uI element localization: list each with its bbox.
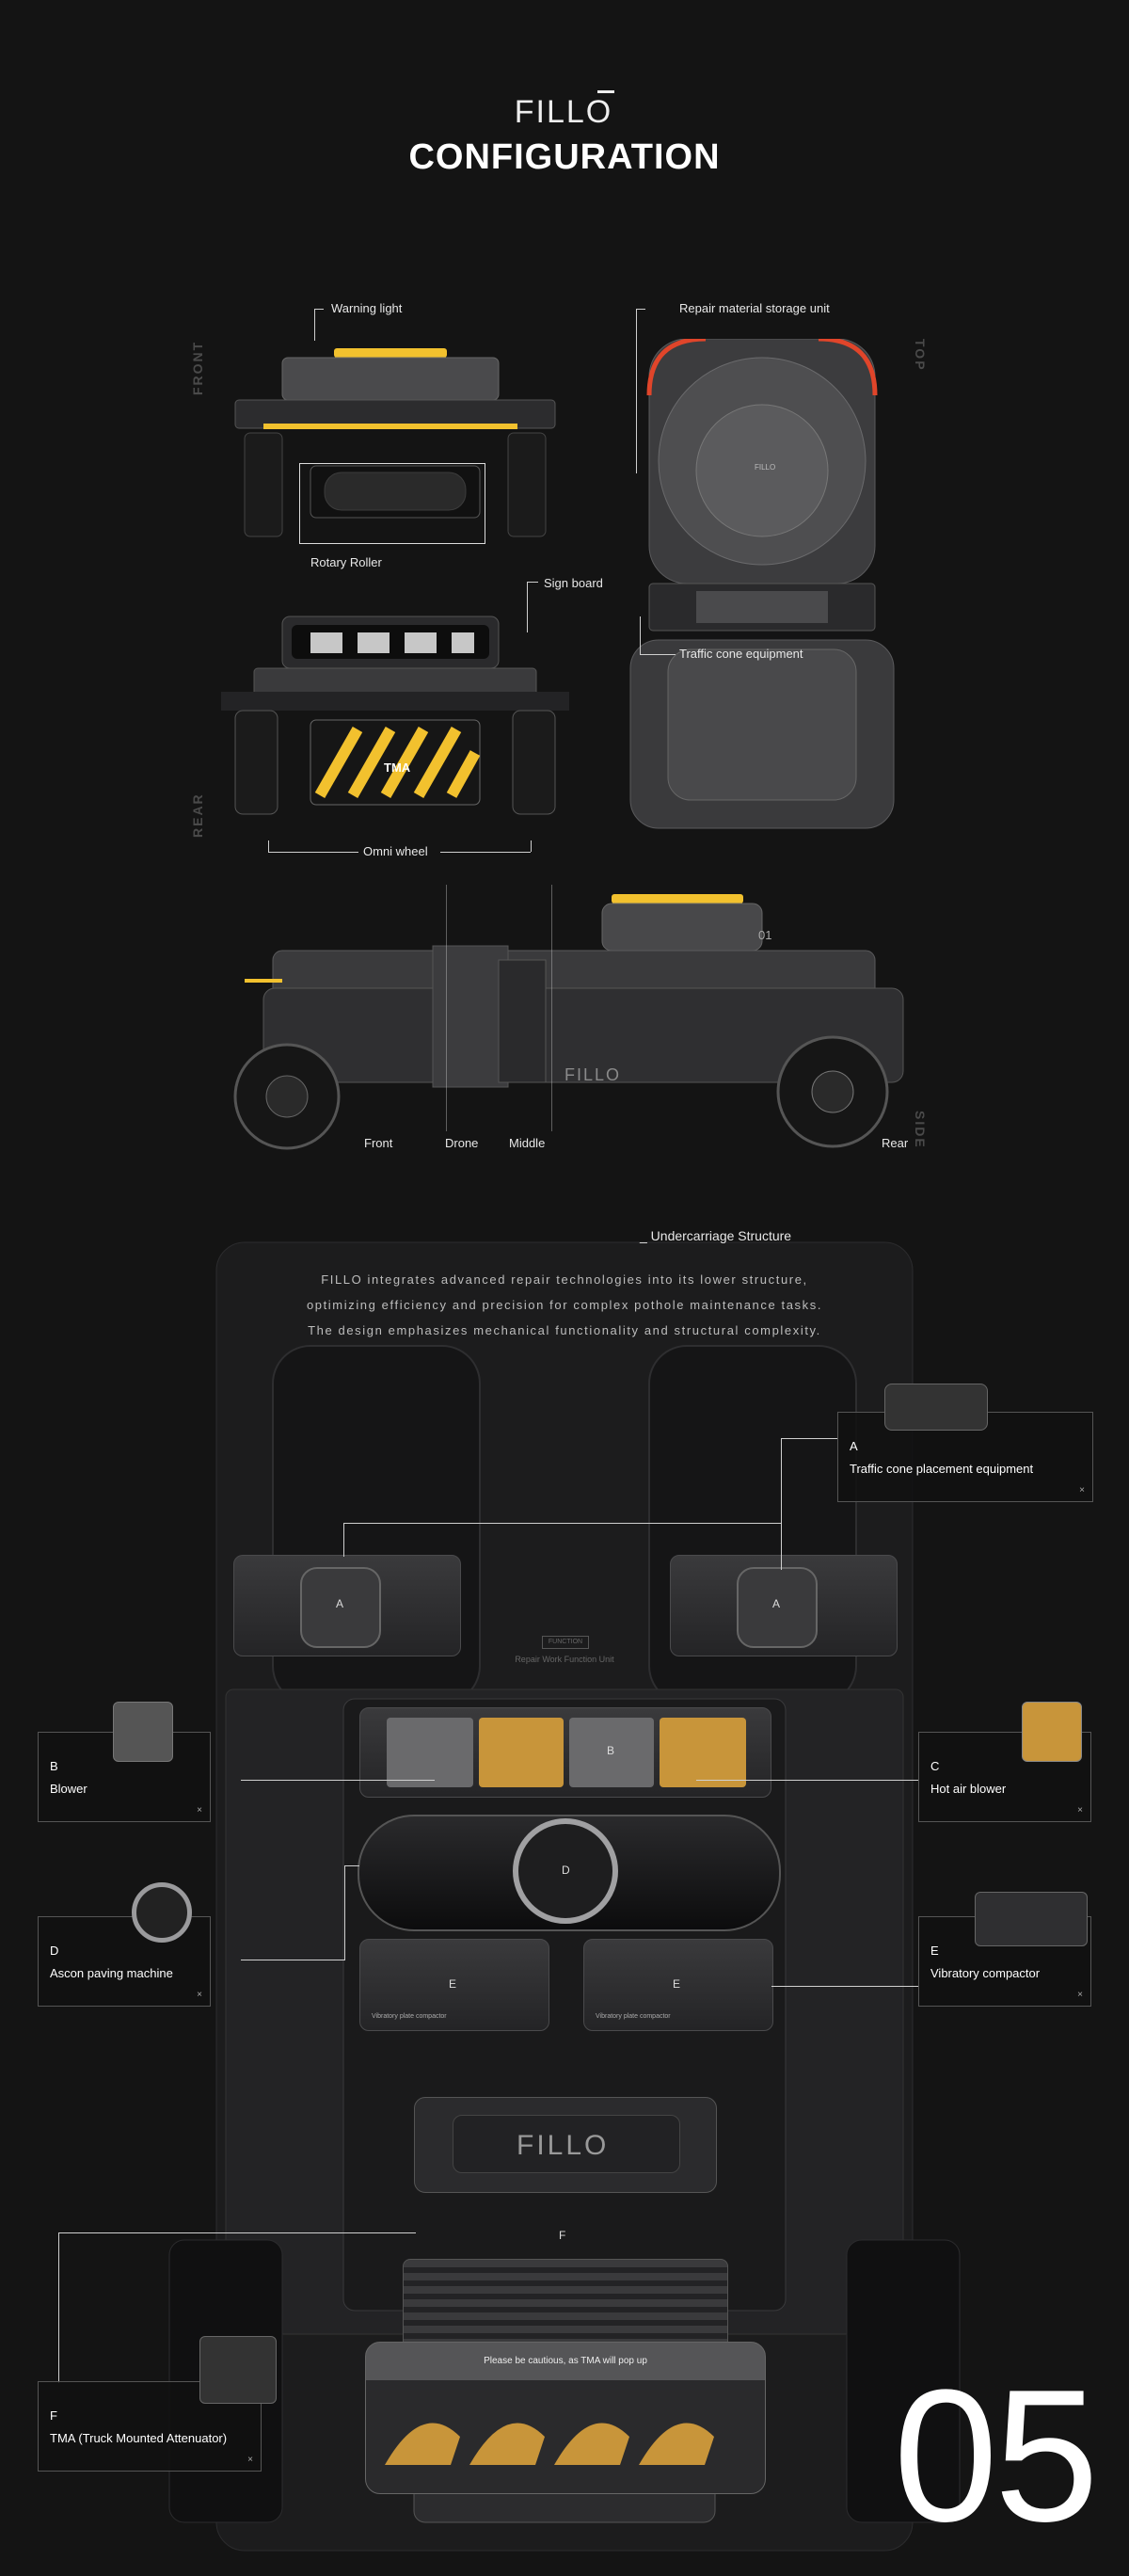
module-e-right-label: E bbox=[673, 1977, 681, 1991]
rear-view-drawing bbox=[221, 616, 569, 815]
thumb-ascon-paver bbox=[132, 1882, 192, 1943]
close-icon[interactable]: × bbox=[197, 1805, 202, 1816]
rotary-roller-frame bbox=[299, 463, 485, 544]
callout-rotary-roller: Rotary Roller bbox=[310, 555, 382, 569]
module-e-right-plate: Vibratory plate compactor bbox=[596, 2013, 671, 2020]
front-view-drawing bbox=[234, 348, 556, 537]
part-card-d-name: Ascon paving machine bbox=[50, 1966, 173, 1980]
part-card-d-letter: D bbox=[50, 1944, 59, 1958]
callout-warning-light: Warning light bbox=[331, 301, 403, 315]
tma-plate-label: TMA bbox=[384, 760, 411, 775]
module-d: D bbox=[358, 1815, 781, 1931]
tma-attenuator: Please be cautious, as TMA will pop up bbox=[365, 2342, 766, 2494]
thumb-blower bbox=[113, 1702, 173, 1762]
tma-logo: FILLO bbox=[517, 2130, 610, 2161]
undercarriage-line-1: FILLO integrates advanced repair technol… bbox=[321, 1272, 808, 1287]
module-d-label: D bbox=[562, 1864, 570, 1877]
module-e-right: E Vibratory plate compactor bbox=[583, 1939, 773, 2031]
close-icon[interactable]: × bbox=[247, 2455, 253, 2465]
thumb-cone-equipment bbox=[884, 1384, 988, 1431]
callout-omni-wheel: Omni wheel bbox=[363, 844, 428, 858]
tma-stripes bbox=[385, 2423, 714, 2465]
part-card-c-name: Hot air blower bbox=[930, 1782, 1007, 1796]
top-view-badge: FILLO bbox=[755, 463, 776, 472]
module-a-right: A bbox=[670, 1555, 898, 1656]
view-label-front: FRONT bbox=[190, 340, 205, 395]
rear-view: TMA bbox=[216, 602, 574, 847]
module-e-left-plate: Vibratory plate compactor bbox=[372, 2013, 447, 2020]
side-unit-number: 01 bbox=[758, 928, 772, 942]
callout-side-drone: Drone bbox=[445, 1136, 479, 1150]
tma-marker: F bbox=[559, 2229, 566, 2242]
module-a-right-label: A bbox=[772, 1597, 781, 1610]
view-label-rear: REAR bbox=[190, 792, 205, 838]
callout-repair-storage: Repair material storage unit bbox=[679, 301, 830, 315]
side-view: 01 FILLO bbox=[207, 885, 941, 1158]
module-b-label: B bbox=[607, 1744, 615, 1757]
top-view-drawing bbox=[629, 336, 895, 829]
page-title: CONFIGURATION bbox=[408, 137, 721, 177]
module-a-left: A bbox=[233, 1555, 461, 1656]
callout-side-rear: Rear bbox=[882, 1136, 909, 1150]
function-unit-label: Repair Work Function Unit bbox=[515, 1655, 614, 1664]
module-bc-row: B bbox=[359, 1707, 771, 1798]
close-icon[interactable]: × bbox=[1077, 1805, 1083, 1816]
part-card-a-letter: A bbox=[850, 1439, 858, 1453]
tma-warning: Please be cautious, as TMA will pop up bbox=[484, 2356, 647, 2366]
side-view-drawing bbox=[233, 894, 904, 1150]
page-number: 05 bbox=[893, 2351, 1099, 2561]
undercarriage-line-2: optimizing efficiency and precision for … bbox=[306, 1298, 823, 1312]
close-icon[interactable]: × bbox=[1079, 1485, 1085, 1496]
undercarriage-heading: _ Undercarriage Structure bbox=[640, 1228, 792, 1243]
close-icon[interactable]: × bbox=[1077, 1990, 1083, 2000]
part-card-b-name: Blower bbox=[50, 1782, 87, 1796]
part-card-c-letter: C bbox=[930, 1759, 940, 1773]
part-card-b-letter: B bbox=[50, 1759, 58, 1773]
part-card-a-name: Traffic cone placement equipment bbox=[850, 1462, 1034, 1476]
callout-sign-board: Sign board bbox=[544, 576, 603, 590]
thumb-tma bbox=[199, 2336, 277, 2404]
front-view bbox=[226, 329, 564, 565]
part-card-f-letter: F bbox=[50, 2408, 57, 2423]
top-view: FILLO bbox=[621, 336, 903, 838]
thumb-vibratory-compactor bbox=[975, 1892, 1088, 1946]
part-card-e-name: Vibratory compactor bbox=[930, 1966, 1041, 1980]
part-card-f-name: TMA (Truck Mounted Attenuator) bbox=[50, 2431, 228, 2445]
thumb-hot-air-blower bbox=[1022, 1702, 1082, 1762]
tma-housing: FILLO bbox=[414, 2097, 717, 2193]
part-card-e-letter: E bbox=[930, 1944, 939, 1958]
view-label-top: TOP bbox=[913, 339, 928, 372]
brand-title: FILLO bbox=[0, 90, 1129, 131]
undercarriage-line-3: The design emphasizes mechanical functio… bbox=[308, 1323, 821, 1337]
side-logo: FILLO bbox=[564, 1065, 622, 1084]
module-a-left-label: A bbox=[336, 1597, 344, 1610]
module-e-left-label: E bbox=[449, 1977, 457, 1991]
module-e-left: E Vibratory plate compactor bbox=[359, 1939, 549, 2031]
function-unit-tag: FUNCTION bbox=[542, 1636, 589, 1649]
close-icon[interactable]: × bbox=[197, 1990, 202, 2000]
callout-side-front: Front bbox=[364, 1136, 393, 1150]
callout-traffic-cone: Traffic cone equipment bbox=[679, 647, 803, 661]
callout-side-middle: Middle bbox=[509, 1136, 546, 1150]
